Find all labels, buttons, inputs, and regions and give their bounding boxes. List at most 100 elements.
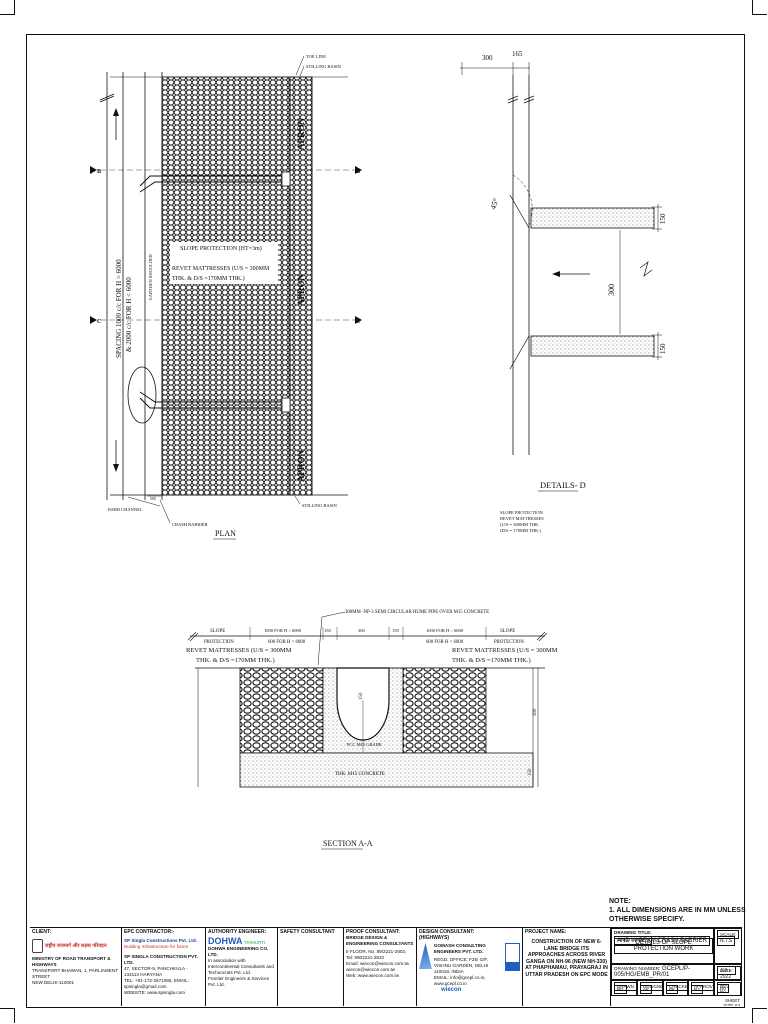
drawing-title-1: DETAILS OF SLOPE PROTECTION WORK [614, 938, 713, 954]
revet-right-1: REVET MATTRESSES (U/S = 300MM [452, 647, 558, 654]
crop-mark-top-left [0, 0, 15, 15]
dim-300-section-label: 300 [358, 628, 366, 633]
epc-label: EPC CONTRACTOR:- [124, 929, 175, 935]
design-label: DESIGN CONSULTANT: [419, 929, 475, 935]
date-box: DATE: JUL-2022 [714, 964, 742, 980]
design-logo-text: wiecon [441, 987, 462, 993]
revet-label-2: THK. & D/S =170MM THK.) [172, 275, 245, 282]
revet-left-2: THK. & D/S =170MM THK.) [196, 657, 275, 664]
detail-d-view [460, 62, 662, 455]
spacing-label-1: SPACING 1000 c/c FOR H > 6000 [115, 259, 123, 358]
plan-title: PLAN [215, 529, 236, 538]
design-name-2: ENGINEERS PVT. LTD. [433, 949, 484, 954]
section-aa-view [187, 611, 548, 788]
h300-label: 300 [533, 708, 538, 716]
revet-label-1: REVET MATTRESSES (U/S = 300MM [172, 265, 270, 272]
client-address-2: NEW DELHI-110001 [32, 980, 75, 985]
angle-45-label: 45° [488, 197, 500, 211]
epc-tagline: Building Infrastructure for future [124, 944, 189, 949]
proof-address-4: wiecon@wiecon.com.tw [346, 967, 396, 972]
crop-mark-bottom-right [752, 1008, 767, 1023]
slope-left-label: SLOPE [210, 629, 225, 634]
epc-address-3: WEBSITE: www.spsingla.com [124, 990, 186, 995]
drawing-info-grid: DRAWING TITLE: DETAILS OF SLOPE PROTECTI… [611, 928, 742, 1006]
general-note: NOTE: 1. ALL DIMENSIONS ARE IN MM UNLESS… [609, 897, 749, 924]
scale-label: SCALE: [717, 930, 740, 939]
earthen-shoulder-label: EARTHEN SHOULDER [148, 254, 153, 300]
proof-address-5: Web: www.wiecon.com.tw [346, 973, 400, 978]
slope-protection-label: SLOPE PROTECTION (HT=3m) [180, 245, 262, 252]
note-line-1: 1. ALL DIMENSIONS ARE IN MM UNLESS OTHER… [609, 907, 746, 923]
dim-left2-label: 600 FOR H < 6000 [268, 640, 306, 645]
dim-150-top-label: 150 [659, 213, 667, 224]
approved-box: APPROVED RJ [688, 980, 714, 996]
revision-box: REV. No. R0 [714, 980, 742, 996]
emblem-icon [32, 939, 43, 953]
proof-name-2: ENGINEERING CONSULTANTS [346, 941, 414, 946]
dim-150a-label: 150 [324, 628, 332, 633]
crash-barrier-label: CRASH BARRIER [172, 522, 208, 527]
pcc-label: PCC M15 GRADE [347, 742, 382, 747]
design-cell: DESIGN CONSULTANT: (HIGHWAYS) GOMASH CON… [417, 928, 523, 1006]
h150-label: 150 [359, 692, 364, 700]
revet-left-1: REVET MATTRESSES (U/S = 300MM [186, 647, 292, 654]
ae-label: AUTHORITY ENGINEER: [208, 929, 267, 935]
epc-logo-text: SP Singla Constructions Pvt. Ltd. [124, 938, 197, 943]
note-title: NOTE: [609, 898, 631, 905]
checked-value: PK [666, 985, 679, 994]
drawn-value: PG [614, 985, 627, 994]
stilling-basin-top-label: STILLING BASIN [306, 64, 342, 69]
project-name: CONSTRUCTION OF NEW 6-LANE BRIDGE ITS AP… [525, 939, 608, 978]
client-name: MINISTRY OF ROAD TRANSPORT & HIGHWAYS [32, 956, 111, 967]
proof-address-3: Email: wiecon@wiecon.com.tw [346, 961, 410, 966]
detail-sp-line2: REVET MATTRESSES [500, 516, 544, 521]
sheet-size: SHEET SIZE:A3 [723, 998, 740, 1006]
ae-sub-1: In association with [208, 958, 246, 963]
protection-left-label: PROTECTION [204, 640, 234, 645]
scale-value: N.T.S [717, 936, 736, 946]
scale-box: SCALE: N.T.S [714, 928, 742, 964]
dim-300-mid-label: 300 [607, 284, 616, 296]
ae-sub-3: Frontier Engineers & Services Pvt. Ltd. [208, 976, 270, 987]
section-b-right: B [356, 169, 360, 175]
sheet-number: SHEET 1 OF 4 [614, 936, 652, 945]
dim-500-label: 500 [150, 496, 156, 501]
apron-label-2: APRON [296, 274, 306, 306]
building-logo-icon [419, 943, 432, 969]
design-name-1: GOMASH CONSULTING [433, 943, 486, 948]
epc-address-1: 47, SECTOR-9, PANCHKULA - 134113 HARYANA [124, 966, 188, 977]
proof-address-2: Tel: 9902221-2822 [346, 955, 385, 960]
ae-sub-2: Intercontinental Consultants and Technoc… [208, 964, 274, 975]
drawing-sheet-border [26, 34, 745, 1008]
concrete-label: THK. M15 CONCRETE [335, 772, 385, 777]
safety-cell: SAFETY CONSULTANT [278, 928, 344, 1006]
proof-address-1: II FLOOR, No. 89/2221-2803, [346, 949, 407, 954]
detail-sp-line1: SLOPE PROTECTION [500, 510, 544, 515]
dim-165-label: 165 [512, 50, 523, 58]
ae-logo-text: DOHWA [208, 936, 243, 946]
drawing-number-box: DRAWING NUMBER: GCEPL/P-005/HG/EMB_PR/01 [611, 964, 714, 980]
dim-right2-label: 600 FOR H < 6000 [426, 640, 464, 645]
client-cell: CLIENT: राष्ट्रीय राजमार्ग और सड़क परिवह… [30, 928, 122, 1006]
protection-right-label: PROTECTION [494, 640, 524, 645]
spacing-label-2: & 2000 c/c FOR H < 6000 [125, 277, 133, 352]
drawing-title-box: DRAWING TITLE: DETAILS OF SLOPE PROTECTI… [611, 928, 714, 964]
apron-label-1: APRON [296, 118, 306, 150]
stilling-basin-bottom-label: STILLING BASIN [302, 503, 338, 508]
client-logo-text: राष्ट्रीय राजमार्ग और सड़क परिवहन [45, 943, 107, 949]
v150-label: 150 [528, 768, 533, 776]
bridge-logo-icon [505, 943, 520, 971]
design-address-3: EMAIL: info@gcepl.co.in, www.gcepl.co.in [433, 975, 486, 986]
revision-value: R0 [717, 984, 729, 993]
drawing-title-label: DRAWING TITLE: [614, 930, 652, 935]
toe-line-label: TOE LINE [306, 54, 326, 59]
approved-value: RJ [691, 985, 703, 994]
proof-label: PROOF CONSULTANT: [346, 929, 400, 935]
dim-right-label: 1000 FOR H > 6000 [426, 628, 464, 633]
client-label: CLIENT: [32, 929, 52, 935]
slope-right-label: SLOPE [500, 629, 515, 634]
ae-logo2-text: TRIMURTI [243, 940, 266, 945]
design-address-2: VISHNU GARDEN, DELHI 110018, INDIA [433, 963, 489, 974]
date-value: JUL-2022 [717, 966, 741, 979]
